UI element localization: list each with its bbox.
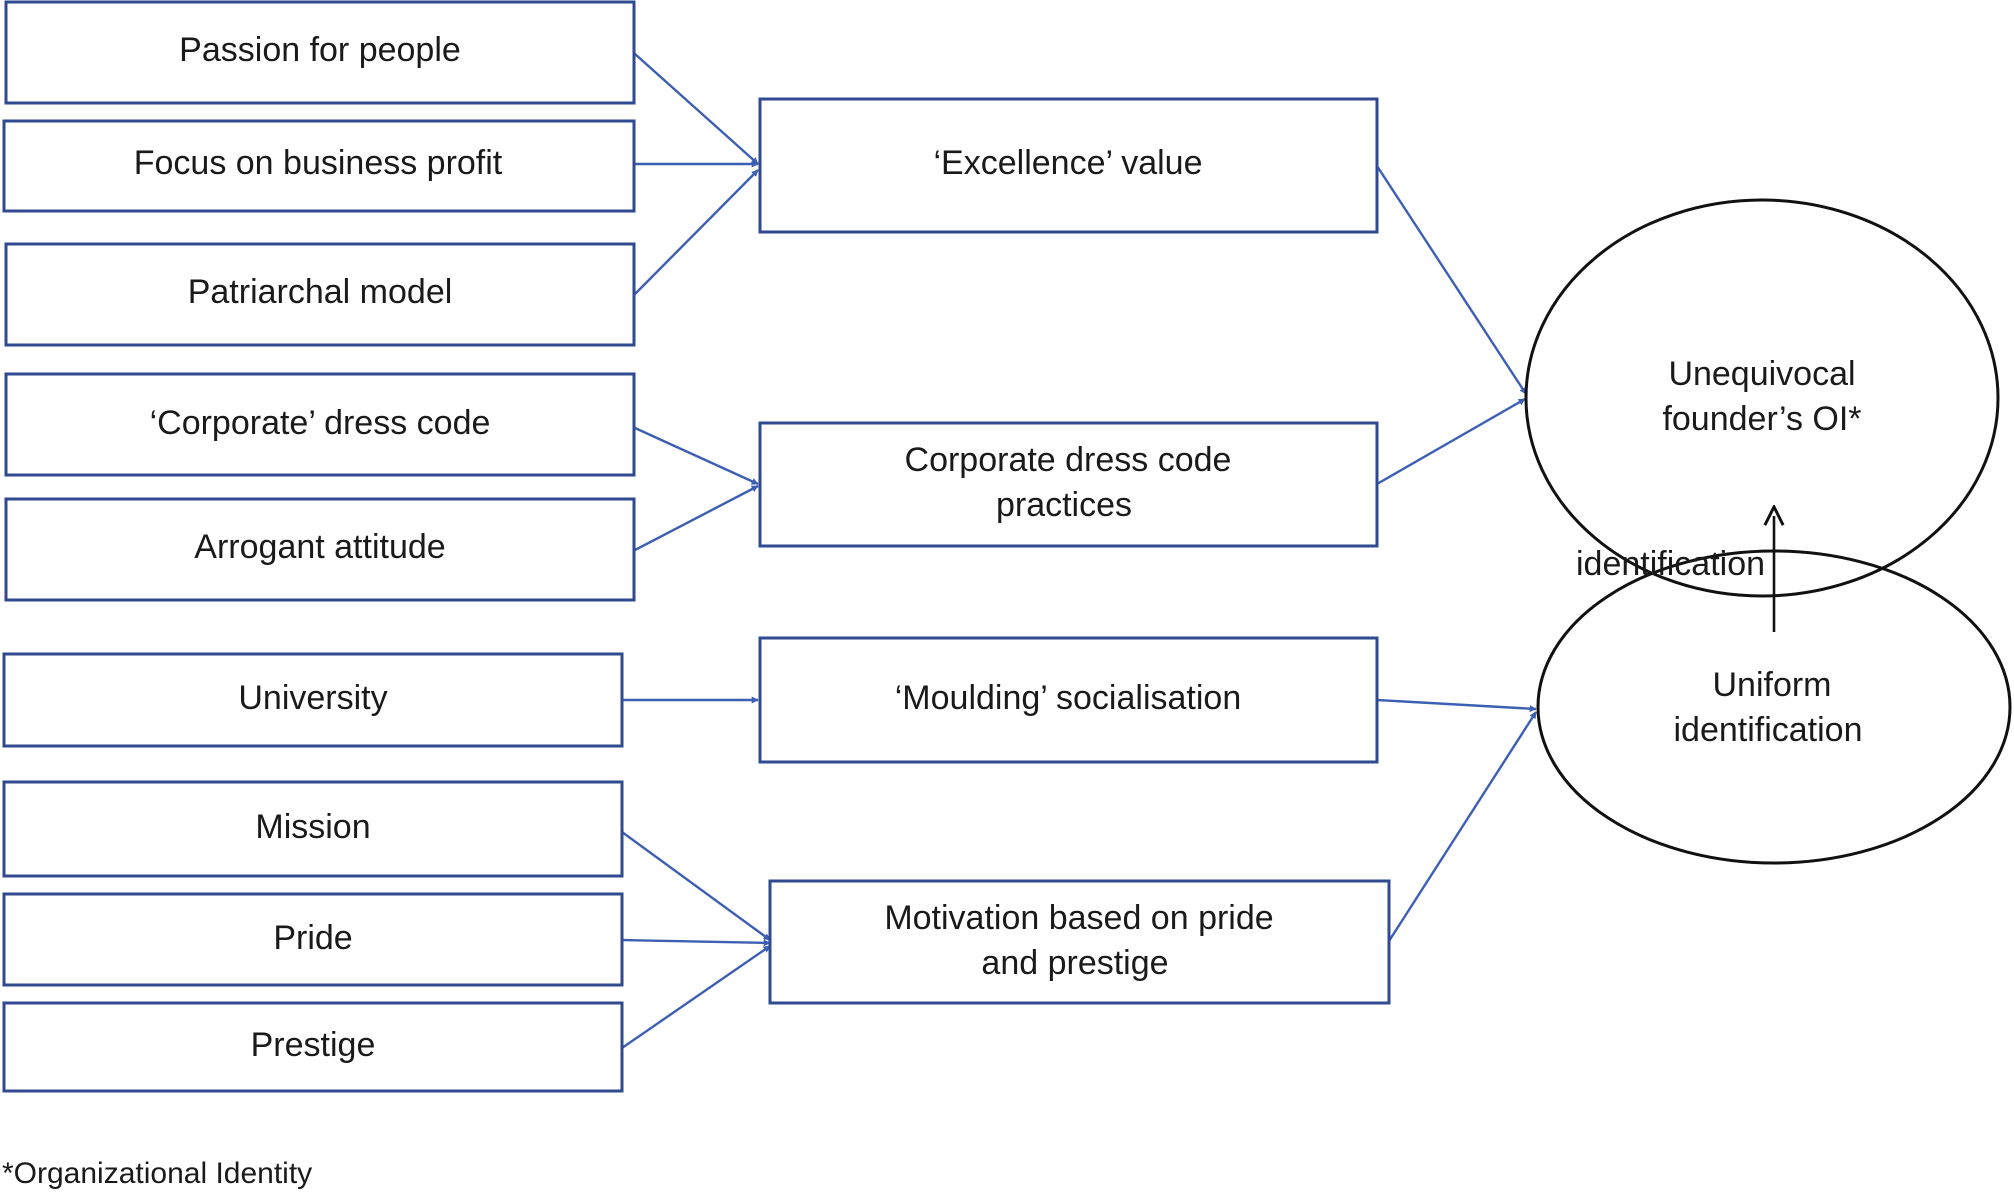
edge-mission-to-motivation bbox=[621, 831, 771, 941]
ellipse-label: founder’s OI* bbox=[1662, 400, 1861, 438]
box-label: ‘Excellence’ value bbox=[934, 144, 1203, 182]
footnote: *Organizational Identity bbox=[2, 1157, 312, 1190]
ellipse-label: Uniform bbox=[1712, 666, 1831, 704]
box-label: Prestige bbox=[251, 1026, 376, 1064]
box-university: University bbox=[2, 652, 624, 748]
box-label: Mission bbox=[255, 808, 370, 846]
box-label: and prestige bbox=[981, 944, 1168, 982]
edge-passion-to-excellence bbox=[634, 53, 759, 165]
box-prestige: Prestige bbox=[2, 1001, 624, 1093]
edge-motivation-to-uniform bbox=[1387, 711, 1538, 942]
box-motivation-pride-prestige: Motivation based on pride and prestige bbox=[768, 879, 1391, 1005]
ellipse-label: identification bbox=[1673, 711, 1862, 749]
box-passion-for-people: Passion for people bbox=[4, 0, 636, 105]
box-mission: Mission bbox=[2, 780, 624, 878]
box-corporate-dress-code: ‘Corporate’ dress code bbox=[4, 372, 636, 477]
box-patriarchal-model: Patriarchal model bbox=[4, 242, 636, 347]
box-label: ‘Corporate’ dress code bbox=[150, 404, 491, 442]
edge-patriarchal-to-excellence bbox=[634, 169, 759, 295]
box-label: ‘Moulding’ socialisation bbox=[895, 679, 1241, 717]
edge-arrogant-to-practices bbox=[634, 484, 759, 552]
box-moulding-socialisation: ‘Moulding’ socialisation bbox=[758, 636, 1379, 764]
box-pride: Pride bbox=[2, 892, 624, 987]
box-label: Arrogant attitude bbox=[194, 528, 445, 566]
edge-label-identification: identification bbox=[1576, 545, 1765, 583]
edge-moulding-to-uniform bbox=[1376, 698, 1537, 713]
edges bbox=[621, 53, 1774, 1049]
box-label: practices bbox=[996, 486, 1132, 524]
box-label: Corporate dress code bbox=[905, 441, 1232, 479]
box-label: Motivation based on pride bbox=[884, 899, 1273, 937]
box-label: Pride bbox=[273, 919, 352, 957]
edge-dresscode-to-practices bbox=[634, 426, 759, 486]
box-excellence-value: ‘Excellence’ value bbox=[758, 97, 1379, 234]
ellipse-uniform-identification: Uniform identification bbox=[1536, 549, 2012, 865]
edge-pride-to-motivation bbox=[621, 938, 771, 947]
box-label: Patriarchal model bbox=[188, 273, 453, 311]
edge-prestige-to-motivation bbox=[621, 945, 771, 1049]
ellipse-unequivocal-founders-oi: Unequivocal founder’s OI* bbox=[1524, 198, 2000, 598]
box-arrogant-attitude: Arrogant attitude bbox=[4, 497, 636, 602]
ellipse-label: Unequivocal bbox=[1668, 355, 1855, 393]
box-corporate-dress-code-practices: Corporate dress code practices bbox=[758, 421, 1379, 548]
box-label: Focus on business profit bbox=[134, 144, 503, 182]
box-focus-on-business-profit: Focus on business profit bbox=[2, 119, 636, 213]
edge-excellence-to-unequivocal bbox=[1375, 165, 1528, 395]
box-label: Passion for people bbox=[179, 31, 461, 69]
edge-practices-to-unequivocal bbox=[1376, 397, 1526, 486]
box-label: University bbox=[238, 679, 387, 717]
